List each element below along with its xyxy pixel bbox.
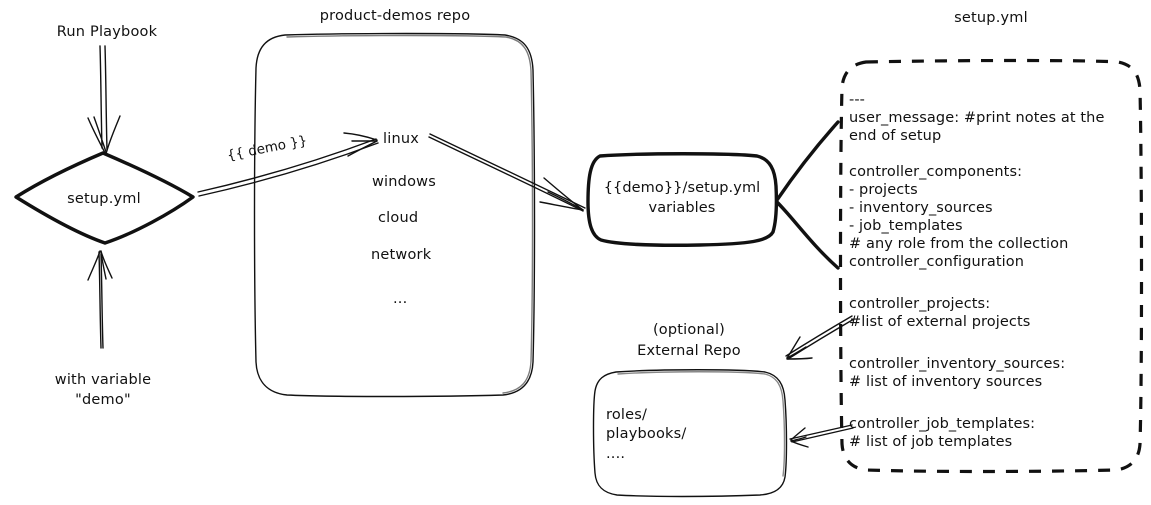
node-product-demos-repo[interactable]	[253, 32, 536, 398]
edge-label-demo-variable: {{ demo }}	[226, 133, 309, 164]
edge-run-playbook-to-setup	[87, 45, 121, 155]
repo-item-ellipsis: ...	[393, 291, 407, 307]
setup-panel-line-8: # any role from the collection	[849, 236, 1068, 252]
demo-variables-line1: {{demo}}/setup.yml	[604, 180, 761, 196]
setup-panel-line-6: - inventory_sources	[849, 200, 993, 216]
external-repo-item-ellipsis: ....	[606, 446, 625, 462]
node-setup-diamond[interactable]	[14, 151, 195, 245]
repo-item-windows: windows	[372, 174, 436, 190]
setup-panel-line-9: controller_configuration	[849, 254, 1024, 270]
external-repo-title-line2: External Repo	[637, 343, 741, 359]
product-demos-repo-title: product-demos repo	[320, 8, 471, 24]
setup-panel-line-2: end of setup	[849, 128, 941, 144]
with-variable-label-line1: with variable	[55, 372, 151, 388]
setup-diamond-label: setup.yml	[67, 191, 141, 207]
setup-panel-line-15: # list of inventory sources	[849, 374, 1042, 390]
node-demo-variables-box[interactable]	[586, 152, 779, 247]
edge-linux-to-demo-variables	[428, 133, 586, 212]
setup-yml-panel-title: setup.yml	[954, 10, 1028, 26]
run-playbook-label: Run Playbook	[57, 24, 158, 40]
setup-panel-line-14: controller_inventory_sources:	[849, 356, 1065, 372]
repo-item-linux: linux	[383, 131, 419, 147]
external-repo-title-line1: (optional)	[653, 322, 725, 338]
edge-setup-to-linux	[197, 132, 379, 197]
repo-item-cloud: cloud	[378, 210, 418, 226]
setup-panel-line-17: controller_job_templates:	[849, 416, 1035, 432]
setup-panel-line-11: controller_projects:	[849, 296, 990, 312]
node-setup-yml-panel[interactable]	[838, 58, 1144, 474]
external-repo-item-roles: roles/	[606, 407, 647, 423]
setup-panel-line-5: - projects	[849, 182, 918, 198]
edge-controller-job-templates-to-external-repo	[789, 424, 854, 448]
setup-panel-line-0: ---	[849, 92, 865, 108]
setup-panel-line-18: # list of job templates	[849, 434, 1012, 450]
edge-controller-projects-to-external-repo	[785, 315, 855, 360]
setup-panel-line-12: #list of external projects	[849, 314, 1030, 330]
edge-setup-panel-to-demo-variables	[775, 120, 840, 270]
with-variable-label-line2: "demo"	[75, 392, 131, 408]
setup-panel-line-7: - job_templates	[849, 218, 963, 234]
repo-item-network: network	[371, 247, 432, 263]
setup-panel-line-4: controller_components:	[849, 164, 1022, 180]
node-external-repo-box[interactable]	[592, 369, 788, 498]
setup-panel-line-1: user_message: #print notes at the	[849, 110, 1104, 126]
demo-variables-line2: variables	[649, 200, 716, 216]
edge-with-variable-to-setup	[87, 250, 113, 349]
external-repo-item-playbooks: playbooks/	[606, 426, 686, 442]
